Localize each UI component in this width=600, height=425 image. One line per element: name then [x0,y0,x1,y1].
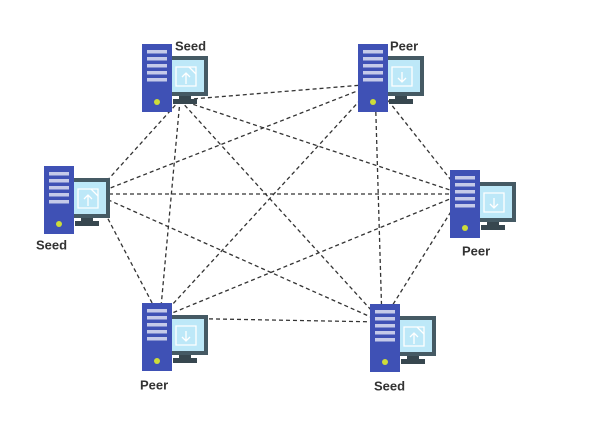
download-icon [483,192,505,213]
drive-slot [455,176,475,180]
drive-slot [147,50,167,54]
computer-seed-bottom [370,304,436,372]
monitor-base [389,99,413,104]
connection-peer-top-peer-bottom [159,83,376,319]
computer-seed-top [142,44,208,112]
computer-peer-right [450,170,516,238]
drive-slot [147,57,167,61]
upload-icon [77,188,99,209]
drive-slot [147,309,167,313]
node-label-seed-top: Seed [175,38,206,53]
connection-seed-left-seed-bottom [94,193,383,323]
drive-slot [375,338,395,342]
monitor-stand [487,220,499,226]
drive-slot [363,71,383,75]
drive-slot [455,204,475,208]
monitor-stand [179,94,191,100]
power-led [154,358,160,364]
drive-slot [147,337,167,341]
drive-slot [147,64,167,68]
drive-slot [49,172,69,176]
drive-slot [49,179,69,183]
drive-slot [455,197,475,201]
connection-peer-top-peer-right [374,83,463,195]
power-led [382,359,388,365]
monitor-stand [407,354,419,360]
connection-seed-top-seed-bottom [179,99,383,323]
power-led [154,99,160,105]
computer-seed-left [44,166,110,234]
upload-icon [403,326,425,347]
monitor-stand [395,94,407,100]
monitor-base [75,221,99,226]
connection-seed-top-peer-bottom [159,99,181,319]
drive-slot [147,71,167,75]
power-led [462,225,468,231]
monitor-stand [179,353,191,359]
node-label-seed-bottom: Seed [374,378,405,393]
drive-slot [363,64,383,68]
computer-peer-top [358,44,424,112]
power-led [56,221,62,227]
drive-slot [49,193,69,197]
connection-peer-right-peer-bottom [159,193,463,319]
connection-lines [94,83,463,323]
drive-slot [375,331,395,335]
drive-slot [147,323,167,327]
monitor-base [173,358,197,363]
drive-slot [147,330,167,334]
download-icon [175,325,197,346]
monitor-stand [81,216,93,222]
drive-slot [455,190,475,194]
upload-icon [175,66,197,87]
download-icon [391,66,413,87]
drive-slot [363,50,383,54]
connection-peer-top-seed-bottom [374,83,383,323]
drive-slot [147,78,167,82]
connection-seed-top-peer-right [179,99,463,195]
power-led [370,99,376,105]
drive-slot [147,316,167,320]
node-label-seed-left: Seed [36,237,67,252]
connection-seed-top-peer-top [179,83,376,101]
monitor-base [173,99,197,104]
node-label-peer-right: Peer [462,243,490,258]
drive-slot [455,183,475,187]
drive-slot [49,186,69,190]
drive-slot [49,200,69,204]
monitor-base [401,359,425,364]
node-label-peer-top: Peer [390,38,418,53]
drive-slot [375,310,395,314]
drive-slot [363,57,383,61]
connection-peer-top-seed-left [94,83,376,195]
drive-slot [363,78,383,82]
drive-slot [375,317,395,321]
drive-slot [375,324,395,328]
monitor-base [481,225,505,230]
computer-peer-bottom [142,303,208,371]
node-label-peer-bottom: Peer [140,377,168,392]
